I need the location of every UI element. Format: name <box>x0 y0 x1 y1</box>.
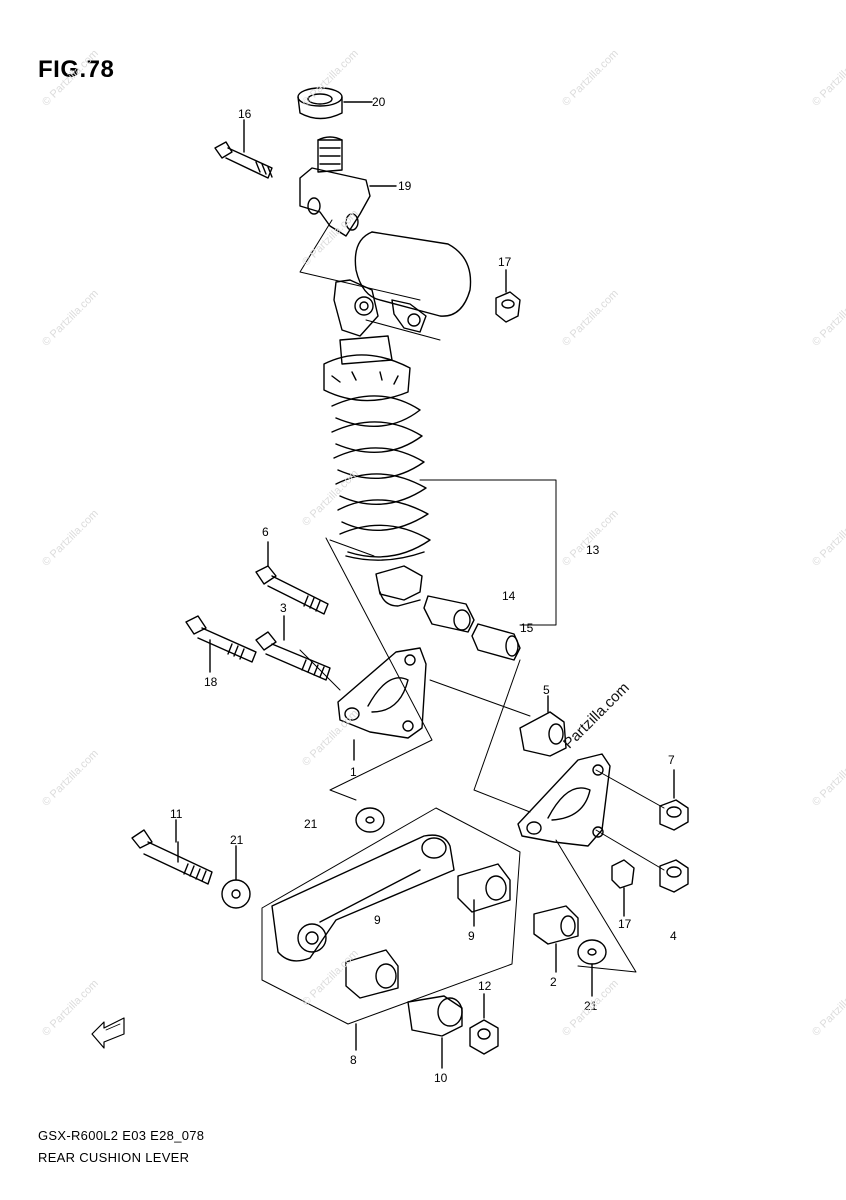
callout-6: 6 <box>262 525 269 539</box>
callout-10: 10 <box>434 1071 448 1085</box>
part-21-washer-a <box>355 807 385 833</box>
part-7-nut <box>659 799 689 831</box>
callout-16: 16 <box>238 107 252 121</box>
part-4-nut <box>659 859 689 893</box>
part-8-cushion-lever <box>271 834 455 962</box>
part-21-washer-c <box>577 939 607 965</box>
part-9-bearing-a <box>457 863 511 913</box>
part-3-bolt <box>255 631 331 681</box>
part-17-nut-upper <box>495 291 521 323</box>
part-10-collar <box>407 995 463 1037</box>
callout-7: 7 <box>668 753 675 767</box>
part-15-sleeve <box>471 623 521 661</box>
part-1-plate <box>337 647 427 739</box>
callout-3: 3 <box>280 601 287 615</box>
part-2-collar <box>533 905 579 945</box>
section-name: REAR CUSHION LEVER <box>38 1150 190 1165</box>
callout-15: 15 <box>520 621 534 635</box>
callout-14: 14 <box>502 589 516 603</box>
callout-19: 19 <box>398 179 412 193</box>
callout-20: 20 <box>372 95 386 109</box>
part-5-collar <box>519 711 567 757</box>
callout-2: 2 <box>550 975 557 989</box>
part-right-plate <box>517 753 611 847</box>
part-16-bolt <box>214 141 273 179</box>
callout-13: 13 <box>586 543 600 557</box>
figure-title: FIG.78 <box>38 56 115 83</box>
callout-21-mid: 21 <box>304 817 318 831</box>
part-14-bushing <box>423 595 475 633</box>
callout-17-upper: 17 <box>498 255 512 269</box>
footer: GSX-R600L2 E03 E28_078 REAR CUSHION LEVE… <box>38 1125 204 1169</box>
shock-reservoir <box>354 231 472 317</box>
callout-1: 1 <box>350 765 357 779</box>
callout-11: 11 <box>170 807 183 821</box>
callout-5: 5 <box>543 683 550 697</box>
callout-21-left: 21 <box>230 833 244 847</box>
part-18-bolt <box>185 615 257 663</box>
callout-9-a: 9 <box>374 913 381 927</box>
callout-4: 4 <box>670 929 677 943</box>
callout-21-right: 21 <box>584 999 598 1013</box>
part-19-upper-mount <box>299 136 371 237</box>
part-6-bolt <box>255 565 329 615</box>
callout-18: 18 <box>204 675 218 689</box>
part-9-bearing-b <box>345 949 399 999</box>
callout-12: 12 <box>478 979 492 993</box>
part-12-nut <box>469 1019 499 1055</box>
part-20-cap <box>297 87 343 120</box>
part-17-nut-lower <box>611 859 635 889</box>
part-13-shock-absorber <box>323 279 431 607</box>
callout-17-lower: 17 <box>618 917 632 931</box>
model-code: GSX-R600L2 E03 E28_078 <box>38 1128 205 1143</box>
part-21-washer-b <box>221 879 251 909</box>
callout-9-b: 9 <box>468 929 475 943</box>
part-11-bolt <box>131 829 213 885</box>
callout-8: 8 <box>350 1053 357 1067</box>
fwd-arrow-icon <box>91 1017 125 1049</box>
